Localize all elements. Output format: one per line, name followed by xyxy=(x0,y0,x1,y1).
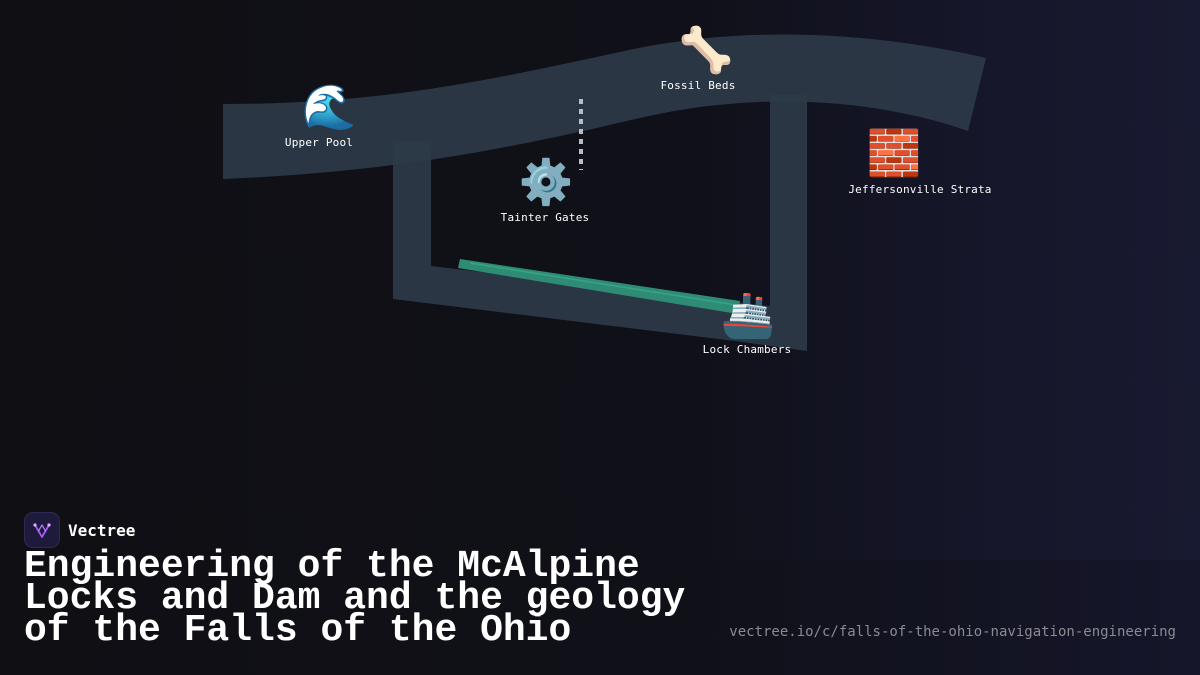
page-title: Engineering of the McAlpine Locks and Da… xyxy=(24,545,686,652)
brand-name: Vectree xyxy=(68,520,136,540)
lock-canal xyxy=(393,95,807,351)
ship-icon: 🚢 xyxy=(720,290,776,341)
brand: Vectree xyxy=(24,512,135,548)
node-label-lock-chambers: Lock Chambers xyxy=(702,343,792,356)
bone-icon: 🦴 xyxy=(678,25,734,76)
brick-icon: 🧱 xyxy=(866,128,922,179)
page-url[interactable]: vectree.io/c/falls-of-the-ohio-navigatio… xyxy=(729,624,1176,640)
node-label-upper-pool: Upper Pool xyxy=(284,136,354,149)
node-label-tainter-gates: Tainter Gates xyxy=(500,211,590,224)
gear-icon: ⚙️ xyxy=(518,157,574,208)
wave-icon: 🌊 xyxy=(301,82,357,133)
node-label-jeffersonville-strata: Jeffersonville Strata xyxy=(848,183,992,196)
vectree-logo-icon xyxy=(24,512,60,548)
lock-water-highlight xyxy=(469,262,737,306)
node-label-fossil-beds: Fossil Beds xyxy=(660,79,736,92)
